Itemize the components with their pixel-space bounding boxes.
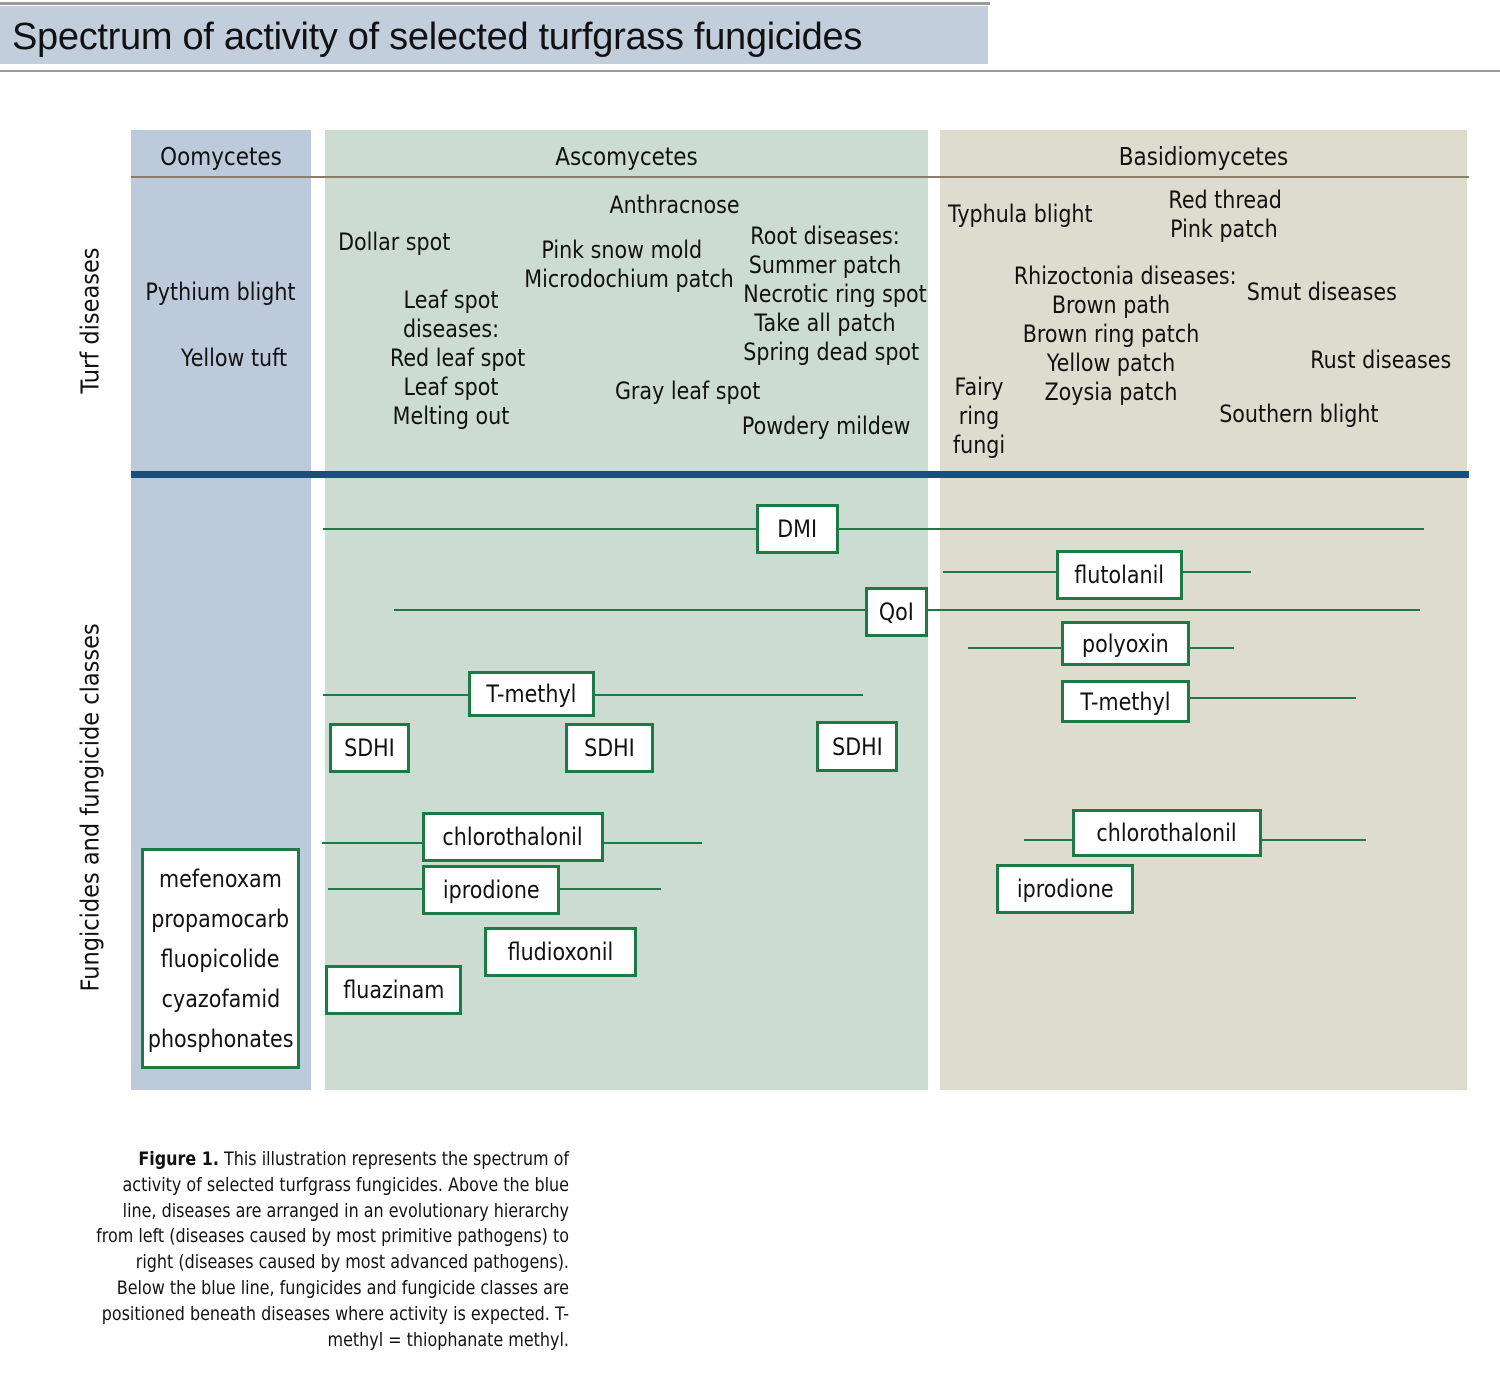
basidiomycetes-header: Basidiomycetes	[1118, 142, 1289, 171]
leaf-line-4: Leaf spot	[403, 373, 499, 401]
disease-pink-patch: Pink patch	[1170, 215, 1278, 243]
root-line-1: Root diseases:	[750, 222, 900, 250]
title-bar: Spectrum of activity of selected turfgra…	[0, 6, 988, 64]
disease-southern-blight: Southern blight	[1219, 400, 1379, 428]
oomycete-fungicide-1: mefenoxam	[159, 864, 282, 893]
fairy-line-1: Fairy	[954, 373, 1004, 401]
oomycete-fungicide-3: fluopicolide	[161, 944, 280, 973]
iprodione-asco-label: iprodione	[442, 876, 540, 904]
oomycetes-header: Oomycetes	[160, 142, 282, 171]
root-line-5: Spring dead spot	[743, 338, 920, 366]
rhizoctonia-line-4: Yellow patch	[1046, 349, 1176, 377]
disease-typhula: Typhula blight	[947, 200, 1093, 228]
oomycete-fungicides-box: mefenoxam propamocarb fluopicolide cyazo…	[141, 848, 300, 1069]
disease-leaf-spot: Leaf spot diseases: Red leaf spot Leaf s…	[389, 286, 526, 431]
disease-yellow-tuft: Yellow tuft	[180, 344, 288, 372]
disease-red-thread: Red thread	[1168, 186, 1282, 214]
disease-dollar-spot: Dollar spot	[338, 228, 451, 256]
leaf-line-5: Melting out	[392, 402, 510, 430]
chlorothalonil-asco-box: chlorothalonil	[422, 812, 604, 862]
rhizoctonia-line-1: Rhizoctonia diseases:	[1013, 262, 1237, 290]
disease-pink-snow-mold: Pink snow mold	[541, 236, 703, 264]
polyoxin-label: polyoxin	[1082, 629, 1169, 658]
sdhi-label-1: SDHI	[344, 734, 395, 762]
turf-diseases-label: Turf diseases	[75, 247, 105, 394]
disease-root-diseases: Root diseases: Summer patch Necrotic rin…	[743, 222, 927, 367]
polyoxin-box: polyoxin	[1061, 621, 1190, 666]
sdhi-box-3: SDHI	[816, 721, 898, 772]
iprodione-basi-label: iprodione	[1016, 875, 1114, 903]
leaf-line-3: Red leaf spot	[389, 344, 526, 372]
disease-gray-leaf-spot: Gray leaf spot	[614, 377, 761, 405]
figure-caption: Figure 1. This illustration represents t…	[0, 1147, 569, 1353]
fludioxonil-label: fludioxonil	[507, 938, 614, 966]
title-underline	[0, 70, 1500, 72]
iprodione-asco-box: iprodione	[422, 865, 560, 915]
header-rule	[131, 176, 1469, 178]
dmi-box: DMI	[756, 504, 839, 554]
oomycete-fungicide-2: propamocarb	[151, 904, 290, 933]
fludioxonil-box: fludioxonil	[484, 927, 637, 977]
sdhi-box-1: SDHI	[329, 723, 410, 773]
disease-anthracnose: Anthracnose	[609, 191, 740, 219]
page-title: Spectrum of activity of selected turfgra…	[12, 16, 863, 58]
dmi-range-line	[323, 528, 1424, 530]
dmi-label: DMI	[777, 515, 818, 543]
fluazinam-label: fluazinam	[342, 976, 445, 1004]
oomycete-fungicide-5: phosphonates	[147, 1024, 294, 1053]
rhizoctonia-line-5: Zoysia patch	[1044, 378, 1178, 406]
disease-rust: Rust diseases	[1310, 346, 1452, 374]
leaf-line-1: Leaf spot	[403, 286, 499, 314]
caption-label: Figure 1.	[138, 1148, 219, 1170]
fairy-line-2: ring	[958, 402, 1000, 430]
oomycete-fungicide-4: cyazofamid	[161, 984, 280, 1013]
title-top-rule	[0, 2, 990, 5]
blue-divider-line	[131, 471, 1469, 478]
qoi-label: QoI	[879, 598, 914, 626]
caption-text: This illustration represents the spectru…	[96, 1148, 570, 1351]
fluazinam-box: fluazinam	[325, 965, 462, 1015]
chlorothalonil-asco-label: chlorothalonil	[442, 823, 584, 851]
fairy-line-3: fungi	[952, 431, 1006, 459]
sdhi-box-2: SDHI	[565, 723, 654, 773]
chlorothalonil-basi-label: chlorothalonil	[1096, 819, 1238, 847]
tmethyl-asco-box: T-methyl	[468, 671, 595, 717]
disease-rhizoctonia: Rhizoctonia diseases: Brown path Brown r…	[1013, 262, 1237, 407]
rhizoctonia-line-2: Brown path	[1051, 291, 1171, 319]
iprodione-basi-box: iprodione	[996, 864, 1134, 914]
tmethyl-asco-label: T-methyl	[486, 680, 577, 708]
root-line-4: Take all patch	[754, 309, 896, 337]
disease-smut: Smut diseases	[1246, 278, 1397, 306]
tmethyl-basi-box: T-methyl	[1061, 680, 1190, 723]
flutolanil-label: flutolanil	[1074, 561, 1165, 589]
sdhi-label-3: SDHI	[831, 732, 883, 761]
disease-pythium: Pythium blight	[145, 278, 296, 306]
disease-fairy-ring: Fairy ring fungi	[952, 373, 1005, 460]
tmethyl-basi-label: T-methyl	[1080, 687, 1171, 716]
disease-microdochium: Microdochium patch	[524, 265, 734, 293]
disease-powdery-mildew: Powdery mildew	[741, 412, 911, 440]
rhizoctonia-line-3: Brown ring patch	[1022, 320, 1200, 348]
leaf-line-2: diseases:	[402, 315, 500, 343]
root-line-3: Necrotic ring spot	[743, 280, 927, 308]
sdhi-label-2: SDHI	[584, 734, 635, 762]
ascomycetes-header: Ascomycetes	[555, 142, 698, 171]
tmethyl-basi-range-line	[1062, 697, 1356, 699]
flutolanil-box: flutolanil	[1056, 550, 1183, 600]
chlorothalonil-basi-box: chlorothalonil	[1072, 809, 1262, 857]
fungicides-label: Fungicides and fungicide classes	[75, 623, 105, 992]
root-line-2: Summer patch	[748, 251, 902, 279]
qoi-box: QoI	[865, 587, 928, 637]
